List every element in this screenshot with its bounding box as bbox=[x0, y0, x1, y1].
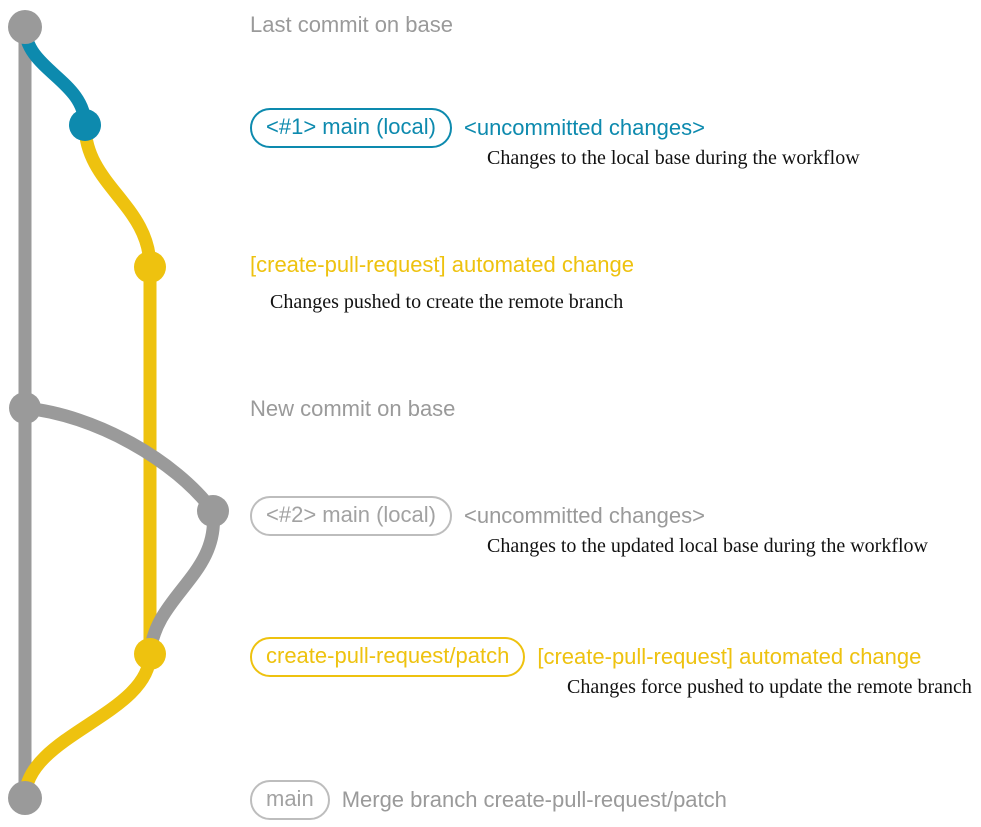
commit-row-new-commit-on-base: New commit on base bbox=[250, 396, 455, 422]
commit-node-patch-commit-2[interactable] bbox=[134, 638, 166, 670]
commit-message: <uncommitted changes> bbox=[463, 115, 705, 140]
commit-headline-group: main Merge branch create-pull-request/pa… bbox=[250, 780, 727, 820]
edge-patch-2-to-merge bbox=[18, 647, 157, 805]
commit-node-last-commit-on-base[interactable] bbox=[8, 10, 42, 44]
commit-headline-group: <#2> main (local) <uncommitted changes> bbox=[250, 496, 705, 536]
branch-chip-main-local-2[interactable]: <#2> main (local) bbox=[250, 496, 452, 536]
commit-headline-group: create-pull-request/patch [create-pull-r… bbox=[250, 637, 921, 677]
commit-row-patch-commit-2: create-pull-request/patch [create-pull-r… bbox=[250, 637, 921, 677]
edge-base-2-to-local-2 bbox=[18, 401, 220, 518]
commit-headline-group: <#1> main (local) <uncommitted changes> bbox=[250, 108, 705, 148]
branch-chip-create-pull-request-patch[interactable]: create-pull-request/patch bbox=[250, 637, 526, 677]
commit-message: Merge branch create-pull-request/patch bbox=[341, 787, 727, 812]
commit-row-local-commit-1: <#1> main (local) <uncommitted changes> bbox=[250, 108, 705, 148]
commit-message: <uncommitted changes> bbox=[463, 503, 705, 528]
commit-node-patch-commit-1[interactable] bbox=[134, 251, 166, 283]
commit-message: New commit on base bbox=[250, 396, 456, 421]
commit-node-local-commit-1[interactable] bbox=[69, 109, 101, 141]
commit-row-merge-commit: main Merge branch create-pull-request/pa… bbox=[250, 780, 727, 820]
commit-message: [create-pull-request] automated change bbox=[537, 644, 922, 669]
commit-subtitle-patch-commit-2: Changes force pushed to update the remot… bbox=[567, 676, 972, 698]
commit-headline-group: New commit on base bbox=[250, 396, 455, 422]
commit-node-merge-commit[interactable] bbox=[8, 781, 42, 815]
commit-subtitle-patch-commit-1: Changes pushed to create the remote bran… bbox=[270, 291, 624, 313]
branch-chip-main-local-1[interactable]: <#1> main (local) bbox=[250, 108, 452, 148]
commit-message: Last commit on base bbox=[250, 12, 453, 37]
commit-row-local-commit-2: <#2> main (local) <uncommitted changes> bbox=[250, 496, 705, 536]
commit-subtitle-local-commit-1: Changes to the local base during the wor… bbox=[487, 147, 860, 169]
commit-headline-group: [create-pull-request] automated change bbox=[250, 252, 634, 278]
commit-row-last-commit-on-base: Last commit on base bbox=[250, 12, 453, 38]
commit-node-local-commit-2[interactable] bbox=[197, 495, 229, 527]
commit-row-patch-commit-1: [create-pull-request] automated change bbox=[250, 252, 634, 278]
edge-local-2-to-patch-2 bbox=[143, 504, 220, 661]
branch-chip-main[interactable]: main bbox=[250, 780, 330, 820]
commit-message: [create-pull-request] automated change bbox=[250, 252, 635, 277]
commit-headline-group: Last commit on base bbox=[250, 12, 453, 38]
commit-subtitle-local-commit-2: Changes to the updated local base during… bbox=[487, 535, 928, 557]
edge-base-to-local-1 bbox=[18, 20, 92, 132]
commit-node-new-commit-on-base[interactable] bbox=[9, 392, 41, 424]
edge-local-1-to-patch-1 bbox=[78, 118, 157, 274]
